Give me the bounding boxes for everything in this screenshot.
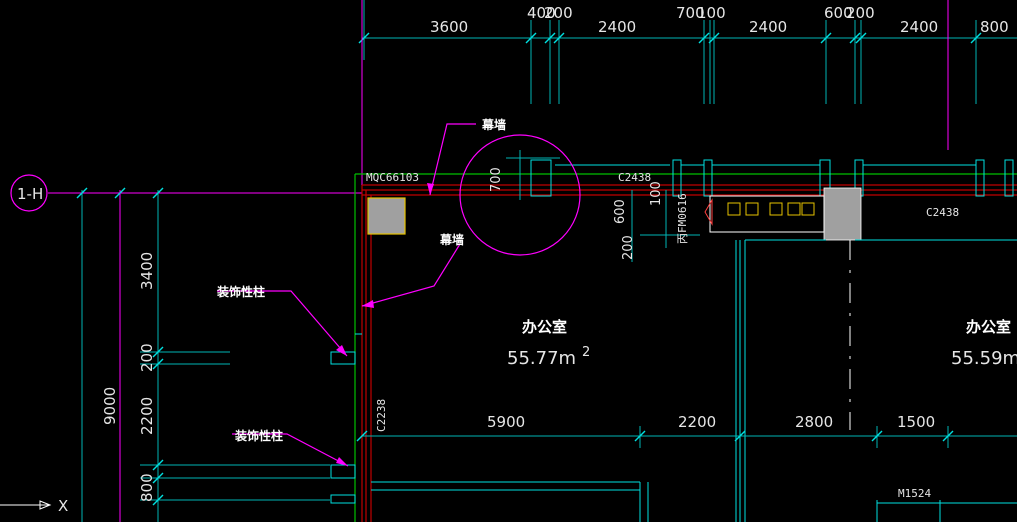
top-dimension-ticks [358,32,982,44]
top-window-mullions [530,159,1014,197]
inner-dim-label: 100 [649,181,664,206]
room-area: 55.59m [951,348,1017,369]
decor-column-label: 装饰性柱 [234,428,283,443]
bottom-dim-label: 5900 [487,413,525,431]
annotation-arrows [336,183,434,466]
left-dimension-chain [81,190,330,522]
bottom-dim-label: 2200 [678,413,716,431]
bottom-dim-label: 2800 [795,413,833,431]
left-dim-total: 9000 [101,387,119,425]
curtain-wall-tag: MQC66103 [366,171,419,184]
top-dim-label: 800 [980,18,1009,36]
top-dim-label: 2400 [900,18,938,36]
top-dimension-chain [362,0,1017,104]
axis-bubble[interactable]: 1-H [10,174,48,212]
inner-dim-label: 600 [613,199,628,224]
window-tag: C2238 [375,399,388,432]
room-name: 办公室 [522,318,567,336]
revision-circle [459,134,581,256]
left-dim-label: 800 [138,473,156,502]
bottom-dimension-chain [362,426,1017,448]
door-tag: 丙FM0616 [676,193,689,244]
ucs-axis-indicator: X [0,497,68,515]
axis-tag-label: 1-H [17,185,43,203]
top-dim-label: 200 [846,4,875,22]
left-dim-label: 200 [138,343,156,372]
top-dim-label: 200 [544,4,573,22]
left-dimension-ticks [76,187,164,506]
top-dim-label: 100 [697,4,726,22]
outer-walls [354,173,1017,522]
curtain-wall-label: 幕墙 [439,232,464,247]
room-name: 办公室 [966,318,1011,336]
decor-column-stubs [330,333,362,504]
room-area-superscript: 2 [582,345,590,360]
left-dim-label: 3400 [138,252,156,290]
stair-block [704,195,825,233]
top-dim-label: 3600 [430,18,468,36]
room-area: 55.77m [507,348,576,369]
top-dim-label: 700 [676,4,705,22]
bottom-dimension-ticks [356,430,954,442]
bottom-dim-label: 1500 [897,413,935,431]
left-dim-label: 2200 [138,397,156,435]
structural-column [823,187,862,241]
curtain-wall-label: 幕墙 [481,117,506,132]
structural-column [367,197,406,235]
annotation-leaders [217,123,476,467]
window-tag: C2438 [926,206,959,219]
decor-column-label: 装饰性柱 [216,284,265,299]
top-dim-label: 2400 [749,18,787,36]
inner-dim-label: 200 [621,235,636,260]
inner-dims [506,150,700,262]
top-dim-label: 2400 [598,18,636,36]
ucs-x-label: X [58,497,68,515]
top-dim-label: 400 [527,4,556,22]
door-tag: M1524 [898,487,931,500]
inner-dim-label: 700 [489,167,504,192]
interior-partitions [371,239,1017,522]
window-tag: C2438 [618,171,651,184]
top-dim-label: 600 [824,4,853,22]
axis-lines [48,0,949,522]
